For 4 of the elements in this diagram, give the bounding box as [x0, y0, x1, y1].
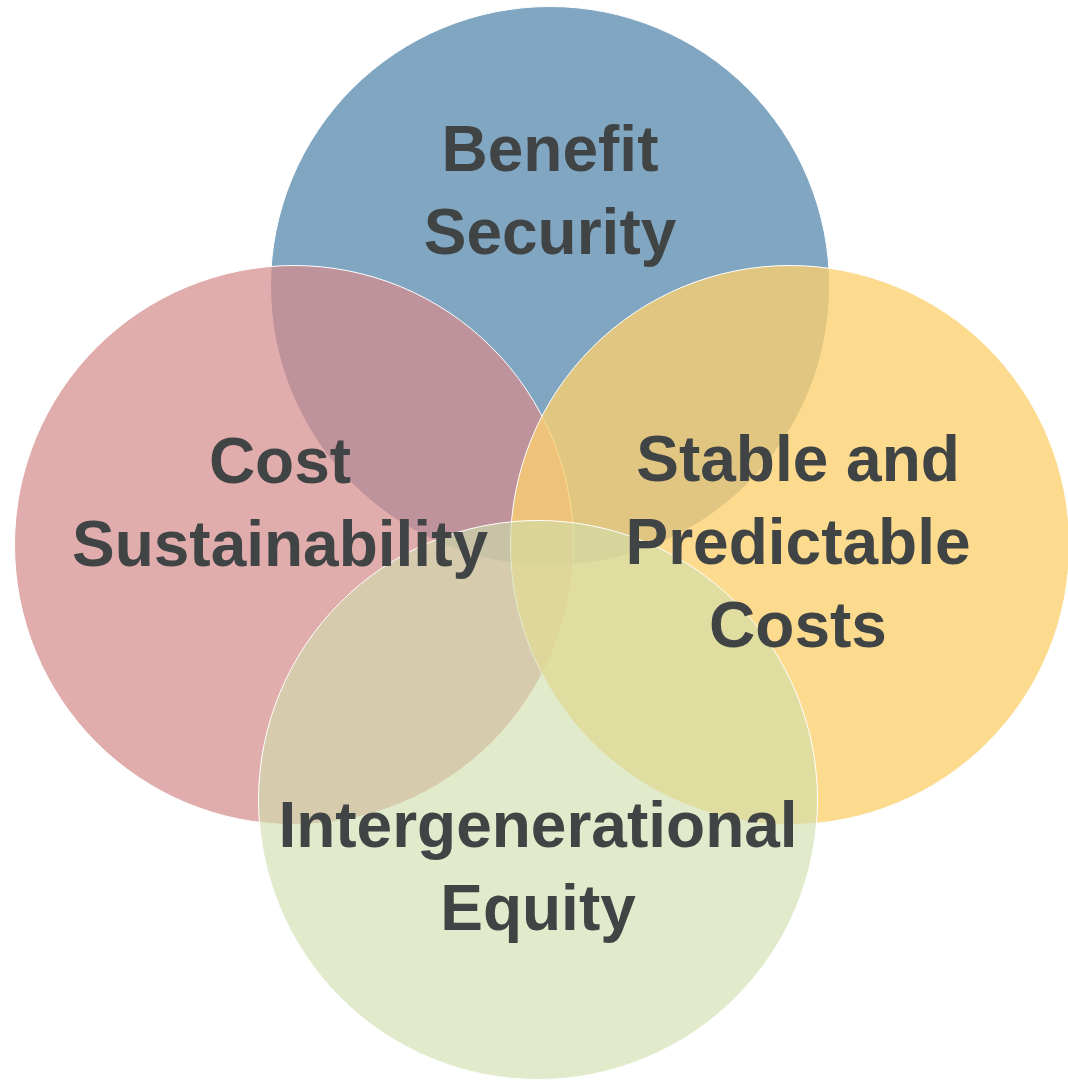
circle-label: Cost Sustainability: [70, 424, 490, 582]
circle-label: Benefit Security: [422, 112, 678, 270]
circle-label: Intergenerational Equity: [277, 788, 799, 946]
circle-label: Stable and Predictable Costs: [624, 422, 972, 663]
